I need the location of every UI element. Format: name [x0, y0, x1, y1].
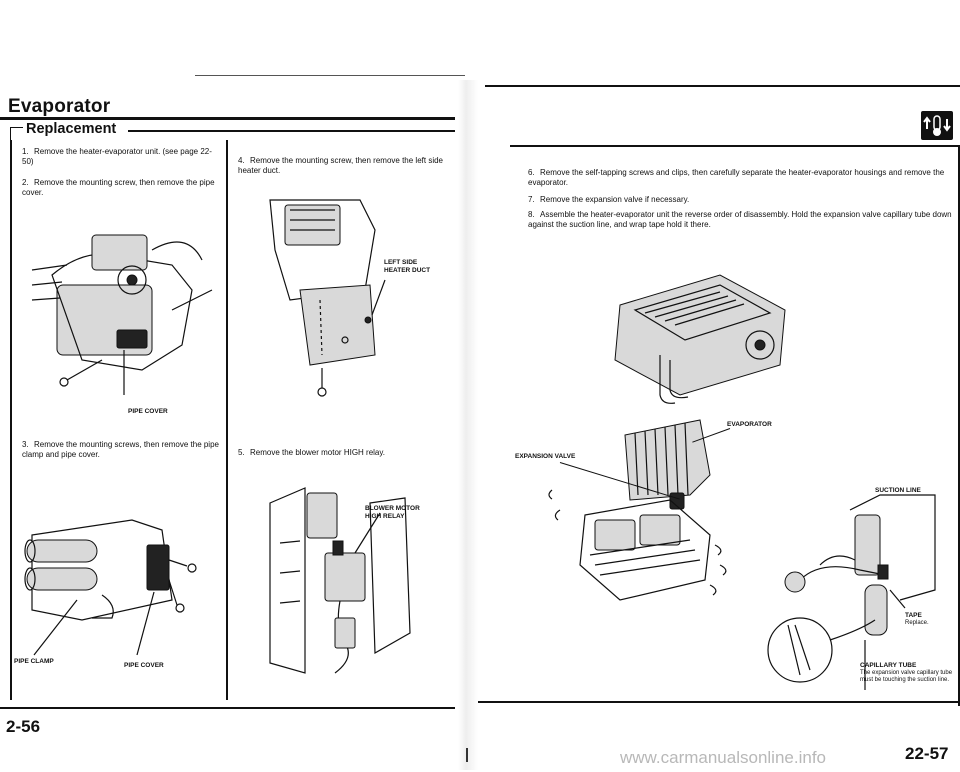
top-rule-left: [195, 75, 465, 76]
step-number: 8.: [528, 210, 535, 219]
section-title: Evaporator: [8, 96, 111, 117]
step-number: 1.: [22, 147, 29, 156]
right-column-border: [958, 146, 960, 706]
step-text: Remove the heater-evaporator unit. (see …: [22, 147, 212, 166]
pipe-cover-label-2: PIPE COVER: [124, 662, 164, 669]
step-6: 6.Remove the self-tapping screws and cli…: [528, 168, 953, 187]
capillary-tube-note-line-1: The expansion valve capillary tube: [860, 669, 953, 676]
pipe-cover-illustration: [31, 234, 213, 395]
tape-label: TAPE Replace.: [905, 612, 929, 627]
step-4: 4.Remove the mounting screw, then remove…: [238, 156, 453, 175]
step-text: Remove the expansion valve if necessary.: [540, 195, 690, 204]
step-number: 2.: [22, 178, 29, 187]
left-side-heater-duct-label-line-1: LEFT SIDE: [384, 259, 418, 266]
step-7: 7. Remove the expansion valve if necessar…: [528, 195, 953, 205]
right-header-rule: [510, 145, 960, 147]
blower-motor-high-relay-label-line-1: BLOWER MOTOR: [365, 505, 420, 512]
step-text: Remove the mounting screw, then remove t…: [22, 178, 215, 197]
suction-line-illustration: [767, 494, 936, 690]
title-rule: [0, 117, 455, 120]
step-1: 1.Remove the heater-evaporator unit. (se…: [22, 147, 222, 166]
left-column-border: [10, 140, 12, 700]
tape-label-title: TAPE: [905, 612, 922, 619]
watermark: www.carmanualsonline.info: [620, 748, 826, 767]
pipe-clamp-label: PIPE CLAMP: [14, 658, 54, 665]
pipe-clamp-illustration: [24, 519, 197, 656]
capillary-tube-note-line-2: must be touching the suction line.: [860, 676, 950, 683]
step-5: 5. Remove the blower motor HIGH relay.: [238, 448, 453, 458]
left-side-heater-duct-label: LEFT SIDE HEATER DUCT: [384, 259, 430, 274]
step-text: Remove the blower motor HIGH relay.: [250, 448, 386, 457]
expansion-valve-label: EXPANSION VALVE: [515, 453, 576, 460]
step-text: Remove the mounting screws, then remove …: [22, 440, 219, 459]
left-side-heater-duct-label-line-2: HEATER DUCT: [384, 266, 431, 274]
suction-line-label: SUCTION LINE: [875, 487, 921, 494]
step-number: 5.: [238, 448, 245, 457]
step-number: 3.: [22, 440, 29, 449]
subsection-rule: [128, 130, 455, 132]
pipe-cover-label: PIPE COVER: [128, 408, 168, 415]
step-number: 6.: [528, 168, 535, 177]
thermometer-icon: [923, 115, 951, 136]
step-number: 4.: [238, 156, 245, 165]
evaporator-assembly-illustration: [548, 419, 727, 601]
step-number: 7.: [528, 195, 535, 204]
right-page-bottom-rule: [478, 701, 960, 703]
gutter-bottom-mark: [466, 748, 468, 762]
tape-label-note: Replace.: [905, 619, 929, 626]
page-number-right: 22-57: [905, 744, 949, 763]
subsection-title: Replacement: [26, 121, 117, 137]
capillary-tube-label: CAPILLARY TUBE The expansion valve capil…: [860, 662, 958, 684]
subsection-bracket: [10, 127, 23, 140]
heater-duct-illustration: [269, 199, 386, 397]
step-8: 8.Assemble the heater-evaporator unit th…: [528, 210, 953, 229]
step-3: 3.Remove the mounting screws, then remov…: [22, 440, 222, 459]
evaporator-label: EVAPORATOR: [727, 421, 772, 428]
blower-motor-high-relay-label-line-2: HIGH RELAY: [365, 512, 405, 520]
capillary-tube-label-title: CAPILLARY TUBE: [860, 662, 917, 669]
step-text: Remove the mounting screw, then remove t…: [238, 156, 443, 175]
blower-relay-illustration: [269, 487, 411, 674]
left-page-bottom-rule: [0, 707, 455, 709]
middle-column-border: [226, 140, 228, 700]
step-text: Remove the self-tapping screws and clips…: [528, 168, 945, 187]
blower-motor-high-relay-label: BLOWER MOTOR HIGH RELAY: [365, 505, 420, 520]
step-text: Assemble the heater-evaporator unit the …: [528, 210, 952, 229]
page-number-left: 2-56: [6, 717, 41, 736]
heater-section-icon: [921, 111, 953, 140]
step-2: 2.Remove the mounting screw, then remove…: [22, 178, 222, 197]
heater-evaporator-unit-illustration: [614, 274, 786, 404]
gutter-shadow: [458, 80, 478, 770]
top-rule-right: [485, 85, 960, 87]
